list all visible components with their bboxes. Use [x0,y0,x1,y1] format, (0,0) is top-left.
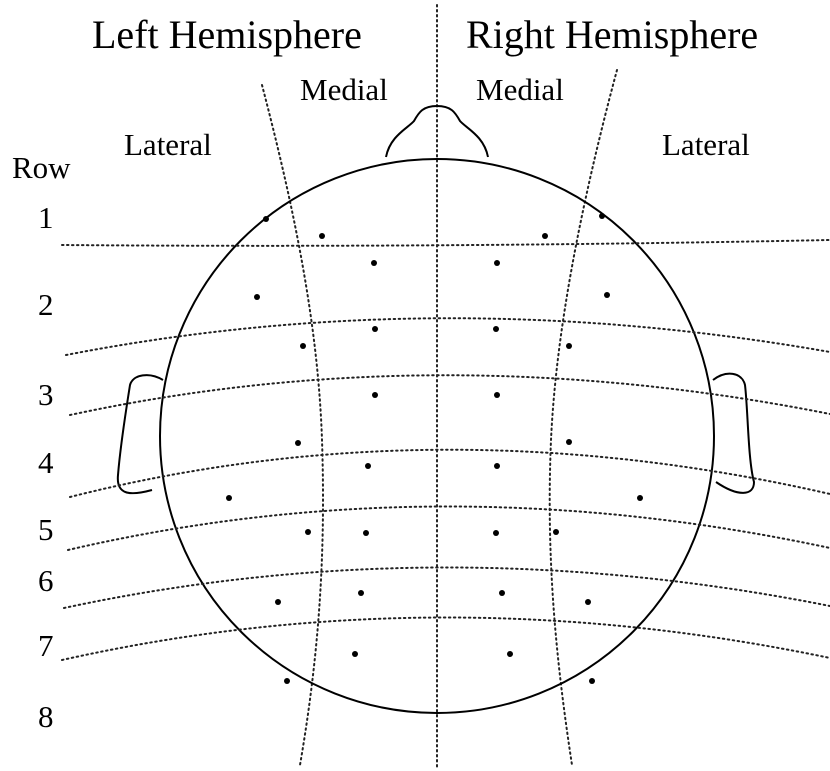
electrode [493,530,499,536]
electrode [295,440,301,446]
row-label-7: 7 [38,628,54,663]
row-boundary-7 [61,616,830,661]
row-label-2: 2 [38,287,54,322]
electrode [284,678,290,684]
electrode [499,590,505,596]
electrode [363,530,369,536]
lateral-left-label: Lateral [124,127,212,162]
electrode [358,590,364,596]
electrode [604,292,610,298]
electrode [566,439,572,445]
electrode [263,216,269,222]
row-label-8: 8 [38,699,54,734]
row-boundary-4 [69,448,830,498]
row-label-3: 3 [38,377,54,412]
right-medial-lateral-boundary [548,69,618,766]
row-label-1: 1 [38,200,54,235]
medial-right-label: Medial [476,72,564,107]
right-ear-outline [712,372,756,494]
electrode [566,343,572,349]
row-boundary-3 [69,374,830,416]
electrode [371,260,377,266]
head-outline [159,158,715,714]
nose-outline [385,104,489,158]
row-header: Row [12,150,71,185]
row-label-4: 4 [38,445,54,480]
electrode [352,651,358,657]
electrode [494,260,500,266]
electrode [585,599,591,605]
row-boundary-6 [63,566,830,609]
row-boundary-2 [65,317,830,356]
right-hemisphere-title: Right Hemisphere [466,12,758,57]
electrode [319,233,325,239]
electrode [493,326,499,332]
electrode [589,678,595,684]
electrode [507,651,513,657]
electrodes [226,213,643,684]
medial-left-label: Medial [300,72,388,107]
row-boundaries [61,239,830,661]
lateral-right-label: Lateral [662,127,750,162]
electrode [553,529,559,535]
electrode [300,343,306,349]
row-boundary-5 [67,505,830,551]
row-label-6: 6 [38,563,54,598]
electrode [305,529,311,535]
electrode [494,463,500,469]
electrode [542,233,548,239]
electrode [254,294,260,300]
row-boundary-1 [61,239,830,247]
electrode [637,495,643,501]
electrode [372,326,378,332]
left-hemisphere-title: Left Hemisphere [92,12,362,57]
electrode [365,463,371,469]
left-medial-lateral-boundary [261,84,325,766]
electrode [599,213,605,219]
row-label-5: 5 [38,512,54,547]
left-ear-outline [116,374,164,495]
electrode [275,599,281,605]
electrode [372,392,378,398]
electrode [226,495,232,501]
electrode [494,392,500,398]
